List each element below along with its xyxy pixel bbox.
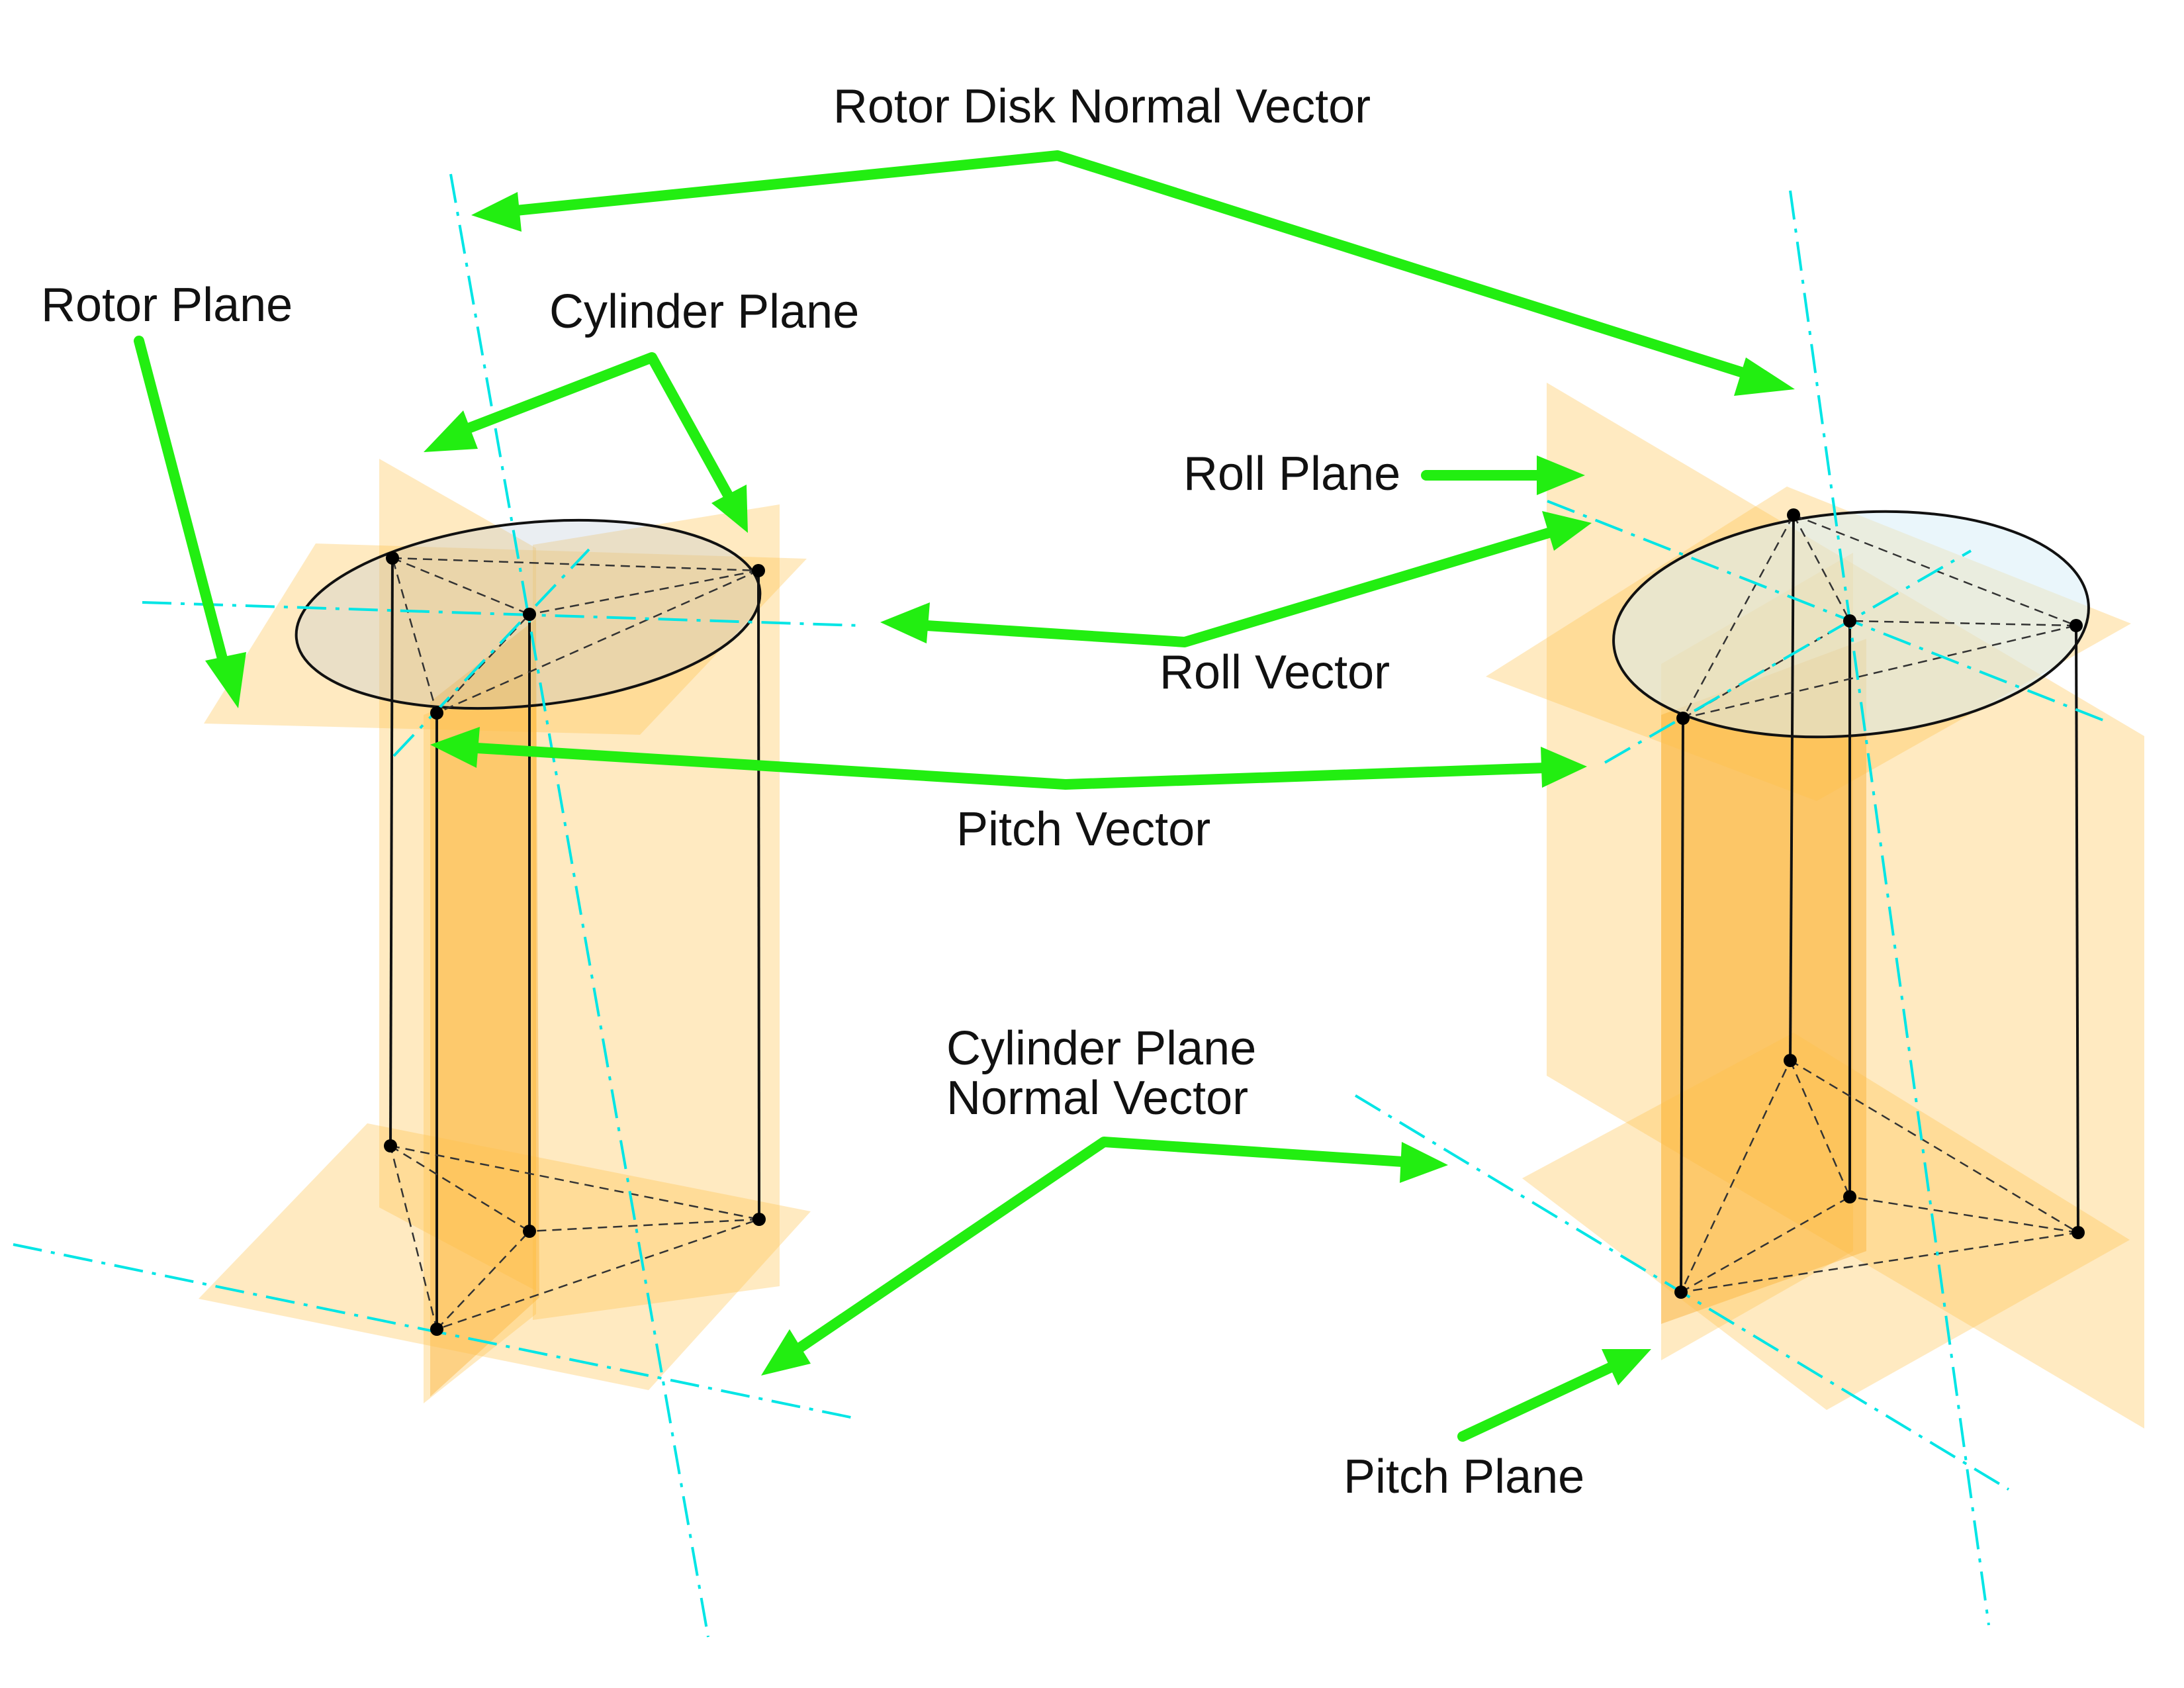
label-rotor-plane: Rotor Plane bbox=[41, 279, 293, 332]
right-rotor-figure bbox=[1354, 190, 2144, 1626]
left-vertex bbox=[523, 1225, 536, 1238]
right-bottom-triangle bbox=[1679, 1059, 2081, 1293]
right-vertex bbox=[1843, 614, 1856, 628]
left-cylinder-edge bbox=[757, 570, 760, 1220]
left-vertex bbox=[752, 1213, 766, 1226]
left-vertex bbox=[752, 564, 765, 577]
right-cylinder-edge bbox=[1789, 514, 1795, 1061]
right-top-spoke bbox=[1792, 514, 1851, 622]
right-vertex bbox=[1787, 508, 1800, 522]
right-vertex bbox=[2070, 619, 2083, 632]
left-cylinder-edge bbox=[389, 557, 394, 1147]
annotation-arrows bbox=[134, 150, 1795, 1442]
left-top-spoke bbox=[392, 557, 530, 616]
left-pitch-axis bbox=[392, 548, 590, 757]
left-rotor-figure bbox=[13, 173, 861, 1638]
arrow-rotor-disk-normal-vector bbox=[471, 150, 1795, 396]
label-pitch-plane: Pitch Plane bbox=[1343, 1450, 1584, 1503]
right-cylinder-edge bbox=[2075, 625, 2079, 1233]
left-bottom-triangle bbox=[389, 1145, 762, 1331]
right-vertex bbox=[1784, 1054, 1797, 1067]
arrow-pitch-plane bbox=[1457, 1349, 1651, 1442]
right-bottom-spoke bbox=[1789, 1060, 1851, 1197]
right-vertex bbox=[1674, 1286, 1688, 1299]
right-vertex bbox=[1843, 1190, 1856, 1203]
right-top-spoke bbox=[1849, 620, 2077, 627]
left-cylinder-plane-front bbox=[424, 669, 536, 1403]
left-top-spoke bbox=[529, 569, 759, 616]
right-rotor-disk-normal-axis bbox=[1789, 190, 1990, 1626]
arrow-cylinder-plane-normal-vector bbox=[761, 1137, 1448, 1376]
arrow-rotor-plane bbox=[134, 336, 246, 708]
label-pitch-vector: Pitch Vector bbox=[956, 803, 1210, 856]
right-vertex bbox=[1676, 712, 1690, 725]
left-vertex bbox=[386, 551, 399, 565]
right-roll-axis bbox=[1547, 500, 2111, 724]
left-roll-axis bbox=[142, 601, 861, 627]
right-pitch-axis bbox=[1604, 549, 1972, 764]
arrow-roll-plane bbox=[1421, 455, 1585, 495]
label-rotor-disk-normal-vector: Rotor Disk Normal Vector bbox=[833, 80, 1371, 133]
right-bottom-plane bbox=[1522, 1033, 2130, 1410]
left-top-spoke bbox=[436, 614, 530, 714]
left-vertex bbox=[430, 706, 443, 720]
label-cylinder-plane-normal-vector-line1: Cylinder Plane bbox=[946, 1022, 1256, 1075]
right-pitch-plane-inner bbox=[1661, 639, 1866, 1324]
label-cylinder-plane: Cylinder Plane bbox=[549, 285, 859, 338]
right-top-triangle bbox=[1681, 514, 2079, 720]
left-cylinder-plane-mid bbox=[430, 619, 539, 1397]
left-bottom-spoke bbox=[436, 1231, 530, 1330]
left-vertex bbox=[384, 1139, 397, 1152]
left-cylinder-plane-back bbox=[379, 459, 536, 1291]
left-bottom-spoke bbox=[529, 1218, 760, 1233]
left-vertex bbox=[430, 1323, 443, 1336]
label-roll-plane: Roll Plane bbox=[1183, 447, 1400, 500]
arrow-pitch-vector bbox=[430, 727, 1587, 790]
right-vertex bbox=[2071, 1226, 2085, 1239]
arrow-cylinder-plane bbox=[424, 352, 748, 533]
label-cylinder-plane-normal-vector-line2: Normal Vector bbox=[946, 1072, 1248, 1125]
diagram-labels: Rotor Disk Normal Vector Rotor Plane Cyl… bbox=[41, 80, 1584, 1503]
right-bottom-spoke bbox=[1680, 1196, 1850, 1293]
right-cylinder-edge bbox=[1680, 718, 1684, 1293]
left-bottom-spoke bbox=[390, 1145, 530, 1233]
right-bottom-spoke bbox=[1849, 1196, 2079, 1234]
left-cylinder-plane-right bbox=[533, 504, 780, 1320]
left-vertex bbox=[523, 608, 536, 621]
label-roll-vector: Roll Vector bbox=[1160, 646, 1390, 699]
arrow-roll-vector bbox=[880, 511, 1592, 647]
right-pitch-plane bbox=[1661, 553, 1853, 1360]
